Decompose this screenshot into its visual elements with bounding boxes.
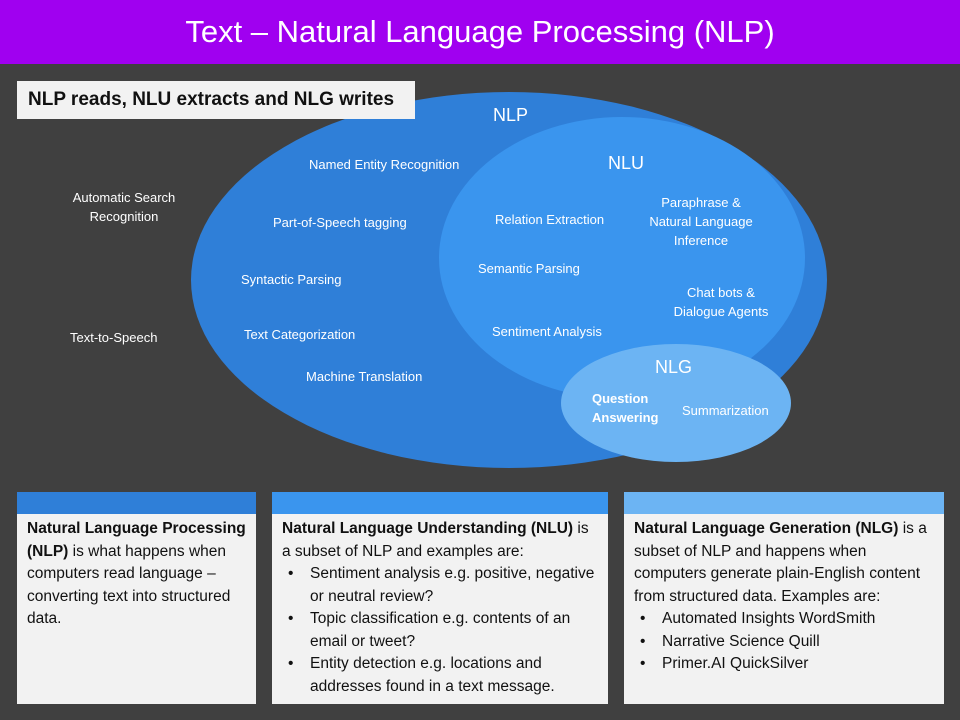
ner-label: Named Entity Recognition <box>309 157 460 172</box>
nlg-card: Natural Language Generation (NLG) is a s… <box>624 492 944 704</box>
nlg-bullet: Narrative Science Quill <box>634 631 934 654</box>
nlu-card-list: Sentiment analysis e.g. positive, negati… <box>282 563 598 698</box>
venn-diagram <box>191 92 827 468</box>
nlg-set-label: NLG <box>655 357 693 377</box>
text-to-speech-label: Text-to-Speech <box>70 330 158 345</box>
summarization-label: Summarization <box>682 403 769 418</box>
nlu-card: Natural Language Understanding (NLU) is … <box>272 492 608 704</box>
nlp-card-heading: Natural Language Processing (NLP) <box>27 520 246 560</box>
nlp-card-body: Natural Language Processing (NLP) is wha… <box>17 514 256 631</box>
nlu-card-body: Natural Language Understanding (NLU) is … <box>272 514 608 698</box>
machine-translation-label: Machine Translation <box>306 369 423 384</box>
nlu-set-label: NLU <box>608 153 645 173</box>
nlu-card-text: is a subset of NLP and examples are: <box>282 520 589 560</box>
nlg-bullet: Automated Insights WordSmith <box>634 608 934 631</box>
nlg-card-body: Natural Language Generation (NLG) is a s… <box>624 514 944 676</box>
nlg-card-heading: Natural Language Generation (NLG) <box>634 520 899 537</box>
paraphrase-label: Paraphrase & Natural Language Inference <box>649 195 753 248</box>
sentiment-analysis-label: Sentiment Analysis <box>492 324 602 339</box>
syntactic-parsing-label: Syntactic Parsing <box>241 272 342 287</box>
nlu-ellipse <box>439 117 805 399</box>
text-categorization-label: Text Categorization <box>244 327 356 342</box>
nlg-card-bar <box>624 492 944 514</box>
pos-label: Part-of-Speech tagging <box>273 215 407 230</box>
chatbots-label: Chat bots & Dialogue Agents <box>673 285 769 319</box>
automatic-search-label: Automatic Search Recognition <box>72 190 176 224</box>
nlu-bullet: Topic classification e.g. contents of an… <box>282 608 598 653</box>
nlg-card-list: Automated Insights WordSmith Narrative S… <box>634 608 934 676</box>
nlg-card-text: is a subset of NLP and happens when comp… <box>634 520 927 605</box>
question-answering-label: Question Answering <box>592 391 659 425</box>
nlu-bullet: Entity detection e.g. locations and addr… <box>282 653 598 698</box>
nlg-bullet: Primer.AI QuickSilver <box>634 653 934 676</box>
nlg-ellipse <box>561 344 791 462</box>
nlu-card-heading: Natural Language Understanding (NLU) <box>282 520 574 537</box>
nlp-card-text: is what happens when computers read lang… <box>27 542 231 628</box>
nlp-card-bar <box>17 492 256 514</box>
nlp-set-label: NLP <box>493 105 529 125</box>
relation-extraction-label: Relation Extraction <box>495 212 605 227</box>
nlu-bullet: Sentiment analysis e.g. positive, negati… <box>282 563 598 608</box>
nlu-card-bar <box>272 492 608 514</box>
semantic-parsing-label: Semantic Parsing <box>478 261 580 276</box>
tagline: NLP reads, NLU extracts and NLG writes <box>17 81 415 119</box>
page-title: Text – Natural Language Processing (NLP) <box>0 0 960 64</box>
nlp-card: Natural Language Processing (NLP) is wha… <box>17 492 256 704</box>
